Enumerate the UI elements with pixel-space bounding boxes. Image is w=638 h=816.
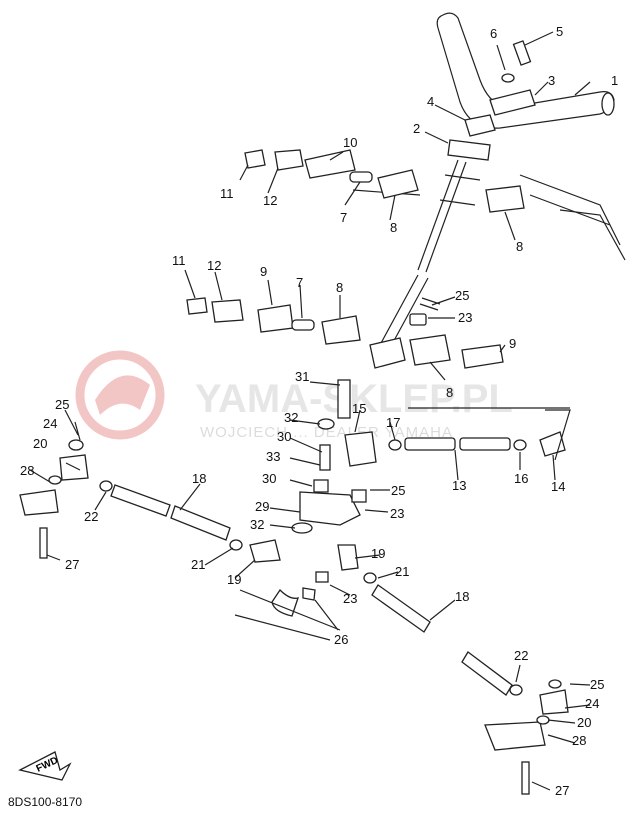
diagram-code: 8DS100-8170 (8, 795, 82, 809)
callout-30b: 30 (262, 471, 276, 486)
callout-5: 5 (556, 24, 563, 39)
handlebar (436, 12, 615, 137)
callout-23a: 23 (458, 310, 472, 325)
tie-rod-left (19, 439, 281, 563)
callout-11a: 11 (220, 186, 234, 201)
callout-12a: 12 (263, 193, 277, 208)
callout-29: 29 (255, 499, 269, 514)
upper-brackets (244, 149, 525, 213)
tie-rod-short (388, 409, 571, 461)
callout-25d: 25 (590, 677, 604, 692)
callout-9a: 9 (260, 264, 267, 279)
callout-20b: 20 (577, 715, 591, 730)
callout-9b: 9 (509, 336, 516, 351)
callout-16: 16 (514, 471, 528, 486)
callout-30a: 30 (277, 429, 291, 444)
callout-25c: 25 (391, 483, 405, 498)
callout-14: 14 (551, 479, 565, 494)
callout-22b: 22 (514, 648, 528, 663)
callout-20a: 20 (33, 436, 47, 451)
callout-7a: 7 (340, 210, 347, 225)
callout-12b: 12 (207, 258, 221, 273)
callout-10: 10 (343, 135, 357, 150)
callout-19a: 19 (227, 572, 241, 587)
callout-28b: 28 (572, 733, 586, 748)
callouts: 1 2 3 4 5 6 7 7 8 8 8 8 9 9 10 11 11 12 … (20, 24, 618, 798)
callout-28a: 28 (20, 463, 34, 478)
callout-18b: 18 (455, 589, 469, 604)
callout-6: 6 (490, 26, 497, 41)
callout-7b: 7 (296, 275, 303, 290)
callout-19b: 19 (371, 546, 385, 561)
tie-rod-right (337, 544, 569, 795)
callout-24a: 24 (43, 416, 57, 431)
callout-8d: 8 (446, 385, 453, 400)
callout-33: 33 (266, 449, 280, 464)
callout-2: 2 (413, 121, 420, 136)
watermark-subtext: WOJCIECH ... DEALER YAMAHA (200, 424, 453, 441)
callout-32a: 32 (284, 410, 298, 425)
watermark-logo (75, 350, 165, 440)
callout-31: 31 (295, 369, 309, 384)
callout-21b: 21 (395, 564, 409, 579)
callout-8a: 8 (390, 220, 397, 235)
callout-27a: 27 (65, 557, 79, 572)
frame-mount (519, 174, 626, 261)
callout-23b: 23 (390, 506, 404, 521)
callout-3: 3 (548, 73, 555, 88)
callout-32b: 32 (250, 517, 264, 532)
watermark: YAMA-SKLEP.PL WOJCIECH ... DEALER YAMAHA (75, 350, 513, 441)
callout-26: 26 (334, 632, 348, 647)
callout-23c: 23 (343, 591, 357, 606)
callout-15: 15 (352, 401, 366, 416)
callout-18a: 18 (192, 471, 206, 486)
callout-17: 17 (386, 415, 400, 430)
callout-11b: 11 (172, 253, 186, 268)
fwd-arrow-icon: FWD (18, 751, 72, 781)
callout-25a: 25 (455, 288, 469, 303)
leader-lines (29, 31, 591, 791)
watermark-logo-swoosh (95, 375, 150, 415)
mid-brackets (186, 297, 504, 369)
callout-25b: 25 (55, 397, 69, 412)
steering-column (352, 139, 491, 369)
callout-27b: 27 (555, 783, 569, 798)
callout-24b: 24 (585, 696, 599, 711)
callout-8b: 8 (516, 239, 523, 254)
callout-4: 4 (427, 94, 434, 109)
callout-8c: 8 (336, 280, 343, 295)
callout-1: 1 (611, 73, 618, 88)
callout-22a: 22 (84, 509, 98, 524)
callout-21a: 21 (191, 557, 205, 572)
watermark-text: YAMA-SKLEP.PL (195, 377, 513, 421)
callout-13: 13 (452, 478, 466, 493)
